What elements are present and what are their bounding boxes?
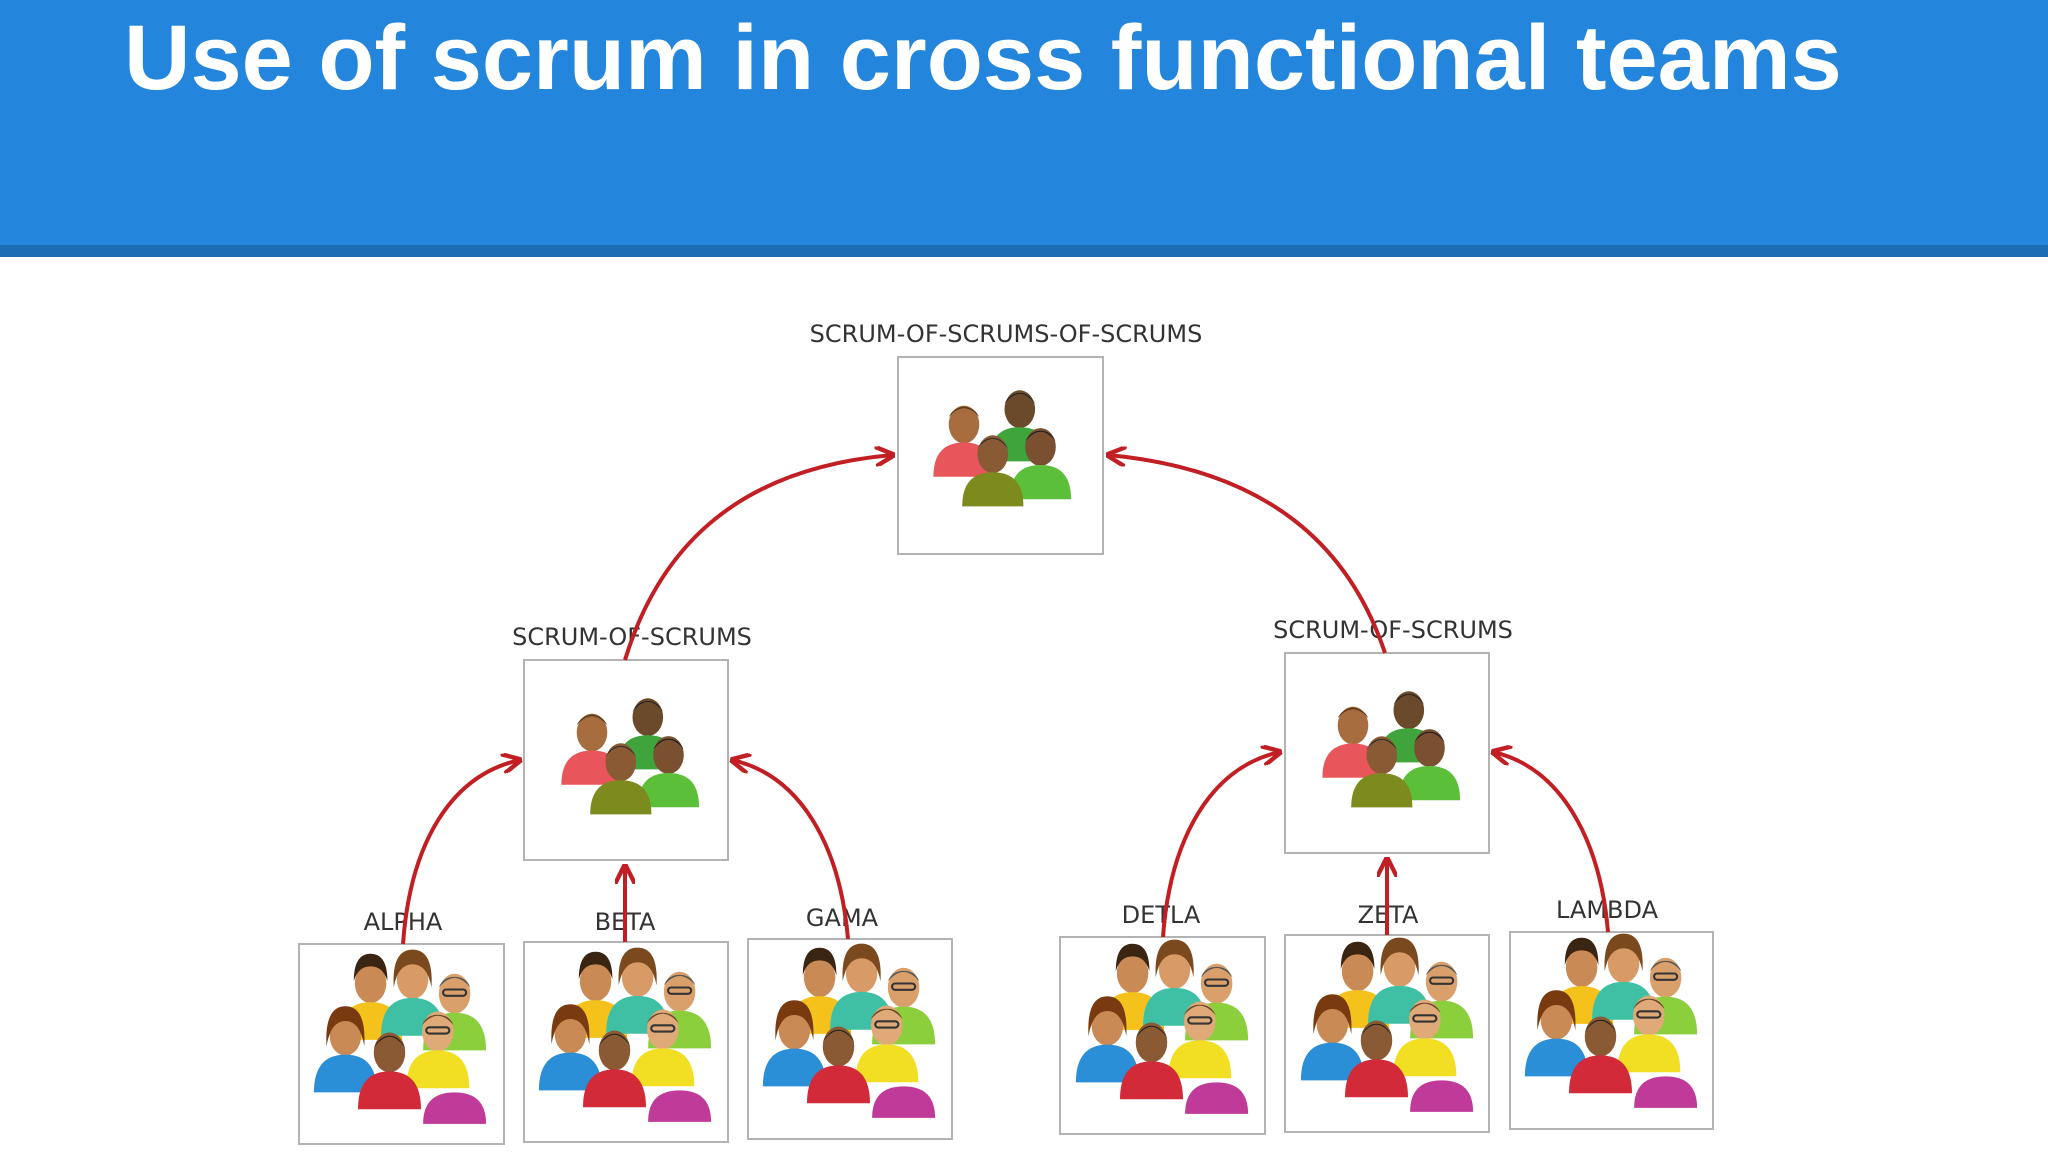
team-detla: DETLA (1059, 901, 1266, 1135)
team-lambda: LAMBDA (1509, 896, 1714, 1130)
team-gama: GAMA (747, 904, 953, 1140)
team-beta: BETA (523, 908, 729, 1143)
arrow-lambda-to-hub (1493, 752, 1610, 933)
arrow-left-hub-to-top (623, 455, 893, 661)
arrow-alpha-to-hub (401, 760, 520, 945)
slide-header (0, 0, 2048, 245)
arrow-gama-to-hub (732, 760, 850, 940)
header-rule (0, 245, 2048, 257)
slide-title: Use of scrum in cross functional teams (124, 7, 1842, 109)
team-label: DETLA (1122, 901, 1201, 929)
team-alpha: ALPHA (298, 908, 505, 1145)
team-zeta: ZETA (1284, 901, 1490, 1133)
arrow-right-hub-to-top (1108, 455, 1387, 654)
top-node-label: SCRUM-OF-SCRUMS-OF-SCRUMS (810, 320, 1203, 348)
top-node: SCRUM-OF-SCRUMS-OF-SCRUMS (810, 320, 1203, 555)
arrow-detla-to-hub (1161, 752, 1280, 938)
left-hub-node: SCRUM-OF-SCRUMS (512, 623, 752, 861)
right-hub-node: SCRUM-OF-SCRUMS (1273, 616, 1513, 854)
right-hub-label: SCRUM-OF-SCRUMS (1273, 616, 1513, 644)
hierarchy-arrows (401, 455, 1610, 945)
